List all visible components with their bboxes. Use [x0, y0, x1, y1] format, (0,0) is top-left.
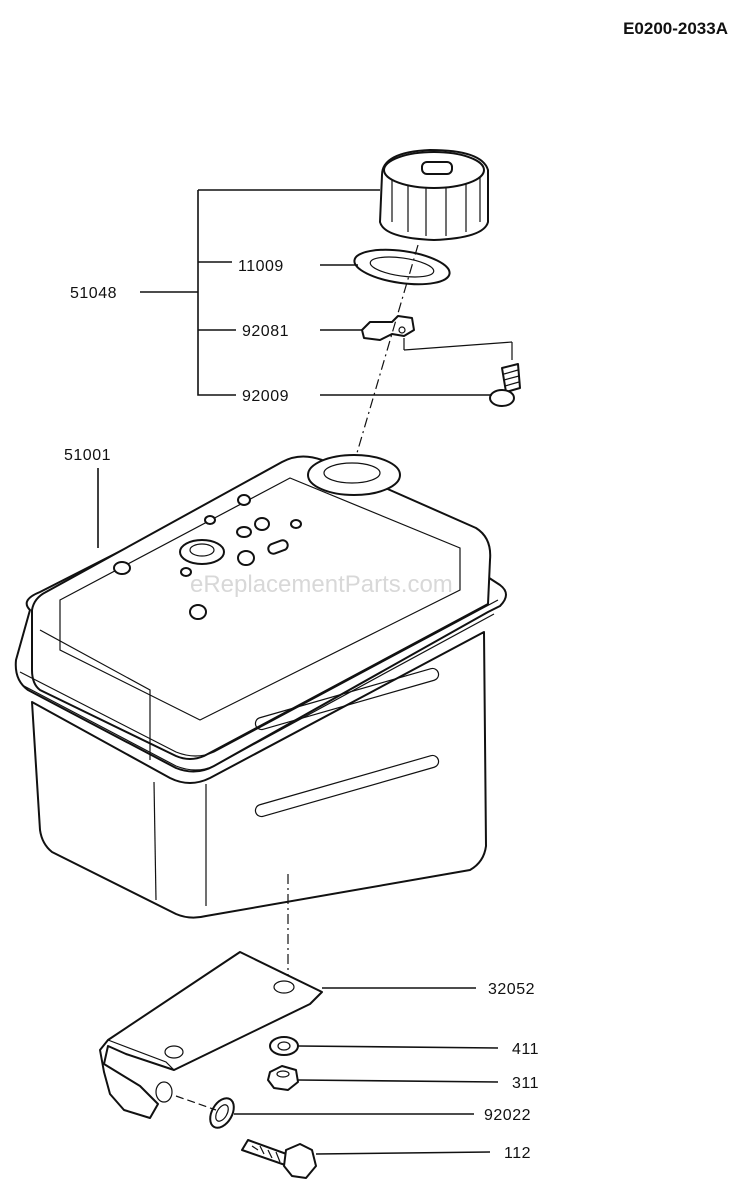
hex-nut: [267, 1065, 299, 1091]
label-washer-ring: 92022: [484, 1107, 531, 1124]
washer-ring: [209, 1097, 235, 1129]
label-nut: 311: [512, 1075, 539, 1092]
watermark: eReplacementParts.com: [190, 571, 453, 598]
fuel-tank: [14, 454, 507, 919]
label-bolt: 112: [504, 1145, 531, 1162]
label-gasket: 11009: [238, 258, 284, 275]
bolt: [241, 1139, 317, 1179]
drawing-code: E0200-2033A: [623, 19, 728, 38]
gasket-ring: [353, 248, 451, 286]
fuel-cap: [379, 149, 489, 241]
label-bracket: 32052: [488, 981, 535, 998]
label-washer: 411: [512, 1041, 539, 1058]
label-plate: 92081: [242, 323, 289, 340]
cap-screw: [489, 363, 521, 407]
mounting-bracket: [99, 951, 323, 1119]
label-screw: 92009: [242, 388, 289, 405]
lock-plate: [361, 315, 513, 360]
label-cap-assembly: 51048: [70, 285, 117, 302]
washer: [269, 1036, 299, 1056]
label-tank: 51001: [64, 447, 111, 464]
assembly-bracket: [140, 189, 380, 396]
